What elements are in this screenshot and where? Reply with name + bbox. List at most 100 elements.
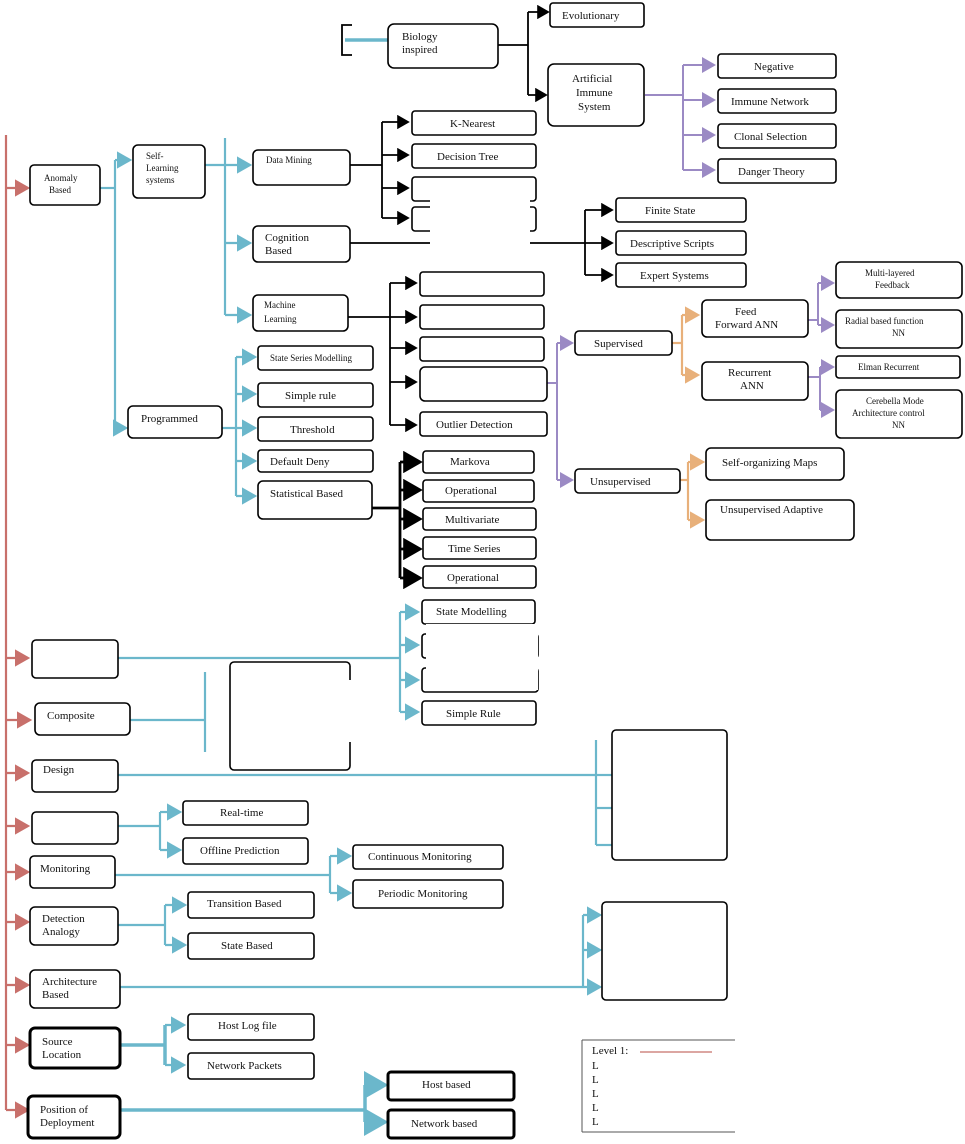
node-descriptive-scripts: Descriptive Scripts xyxy=(615,230,747,256)
node-position-of-deployment: Position of Deployment xyxy=(26,1094,122,1140)
node-label: Real-time xyxy=(220,807,263,819)
level2-connectors xyxy=(100,38,612,1136)
node-label: inspired xyxy=(402,44,438,56)
node-label: Artificial xyxy=(572,73,612,85)
node-label: Based xyxy=(49,185,71,195)
node-label: State Series Modelling xyxy=(270,353,352,363)
node-label: Time Series xyxy=(448,543,500,555)
node-markova: Markova xyxy=(422,450,535,474)
node-empty-architecture xyxy=(601,901,728,1001)
node-label: Detection xyxy=(42,913,85,925)
node-label: Default Deny xyxy=(270,456,330,468)
legend-item: L xyxy=(592,1074,599,1086)
node-label: Architecture control xyxy=(852,408,925,418)
node-label: Immune Network xyxy=(731,96,809,108)
node-label: Unsupervised Adaptive xyxy=(720,504,823,516)
node-transition-based: Transition Based xyxy=(187,891,315,919)
node-periodic-monitoring: Periodic Monitoring xyxy=(352,879,504,909)
biology-bracket xyxy=(341,24,352,56)
node-label: Learning xyxy=(146,163,179,173)
node-label: Supervised xyxy=(594,338,643,350)
node-network-packets: Network Packets xyxy=(187,1052,315,1080)
node-default-deny: Default Deny xyxy=(257,449,374,473)
node-label: State Based xyxy=(221,940,273,952)
node-label: Learning xyxy=(264,314,297,324)
node-immune-network: Immune Network xyxy=(717,88,837,114)
level4-connectors xyxy=(547,57,835,488)
node-label: Forward ANN xyxy=(715,319,778,331)
legend-item: L xyxy=(592,1102,599,1114)
node-machine-learning: Machine Learning xyxy=(252,294,349,332)
node-threshold: Threshold xyxy=(257,416,374,442)
node-label: State Modelling xyxy=(436,606,507,618)
node-biology-inspired: Biology inspired xyxy=(387,23,499,69)
node-label: Network based xyxy=(411,1118,478,1130)
node-label: Host Log file xyxy=(218,1020,277,1032)
node-label: Continuous Monitoring xyxy=(368,851,472,863)
node-label: Host based xyxy=(422,1079,471,1091)
node-operational-2: Operational xyxy=(422,565,537,589)
node-label: Data Mining xyxy=(266,155,312,165)
node-label: Cognition xyxy=(265,232,310,244)
node-simple-rule-2: Simple Rule xyxy=(421,700,537,726)
node-self-learning: Self- Learning systems xyxy=(132,144,206,199)
node-host-log-file: Host Log file xyxy=(187,1013,315,1041)
node-label: Anomaly xyxy=(44,173,78,183)
node-label: Based xyxy=(42,989,69,1001)
node-empty-ml-1 xyxy=(419,271,545,297)
node-empty-ml-4 xyxy=(419,366,548,402)
node-finite-state: Finite State xyxy=(615,197,747,223)
node-label: Analogy xyxy=(42,926,80,938)
node-label: Decision Tree xyxy=(437,151,499,163)
node-composite: Composite xyxy=(34,702,131,736)
node-elman-recurrent: Elman Recurrent xyxy=(835,355,961,379)
node-label: ANN xyxy=(740,380,764,392)
node-label: Location xyxy=(42,1049,82,1061)
node-label: Transition Based xyxy=(207,898,282,910)
node-cognition-based: Cognition Based xyxy=(252,225,351,263)
level1-connectors xyxy=(4,135,33,1119)
node-label: Simple Rule xyxy=(446,708,501,720)
node-label: systems xyxy=(146,175,175,185)
legend: Level 1: L L L L L L xyxy=(581,1039,735,1133)
node-label: Multi-layered xyxy=(865,268,915,278)
node-self-organizing-maps: Self-organizing Maps xyxy=(705,447,845,481)
node-cerebella: Cerebella Mode Architecture control NN xyxy=(835,389,963,439)
node-label: Markova xyxy=(450,456,490,468)
level5-connectors xyxy=(672,306,706,529)
node-empty-ml-3 xyxy=(419,336,545,362)
node-label: Clonal Selection xyxy=(734,131,808,143)
node-evolutionary: Evolutionary xyxy=(549,2,645,28)
node-source-location: Source Location xyxy=(28,1026,122,1070)
node-label: Operational xyxy=(447,572,499,584)
node-label: Expert Systems xyxy=(640,270,709,282)
node-real-time: Real-time xyxy=(182,800,309,826)
node-label: Offline Prediction xyxy=(200,845,280,857)
node-network-based: Network based xyxy=(386,1108,516,1140)
node-label: Negative xyxy=(754,61,794,73)
node-label: NN xyxy=(892,420,905,430)
node-label: Architecture xyxy=(42,976,97,988)
node-label: Operational xyxy=(445,485,497,497)
node-empty-level2 xyxy=(31,639,119,679)
node-label: Radial based function xyxy=(845,316,924,326)
node-label: System xyxy=(578,101,611,113)
node-state-series-modelling: State Series Modelling xyxy=(257,345,374,371)
node-anomaly-based: Anomaly Based xyxy=(29,164,101,206)
node-empty-dm-1 xyxy=(411,176,537,202)
node-supervised: Supervised xyxy=(574,330,673,356)
node-detection-analogy: Detection Analogy xyxy=(29,906,119,946)
node-label: Danger Theory xyxy=(738,166,805,178)
node-expert-systems: Expert Systems xyxy=(615,262,747,288)
node-multi-layered-feedback: Multi-layered Feedback xyxy=(835,261,963,299)
node-recurrent-ann: Recurrent ANN xyxy=(701,361,809,401)
node-statistical-based: Statistical Based xyxy=(257,480,373,520)
node-label: Biology xyxy=(402,31,438,43)
node-empty-ml-2 xyxy=(419,304,545,330)
node-radial-based-nn: Radial based function NN xyxy=(835,309,963,349)
node-label: Cerebella Mode xyxy=(866,396,924,406)
node-programmed: Programmed xyxy=(127,405,223,439)
legend-item: L xyxy=(592,1116,599,1128)
node-unsupervised: Unsupervised xyxy=(574,468,681,494)
